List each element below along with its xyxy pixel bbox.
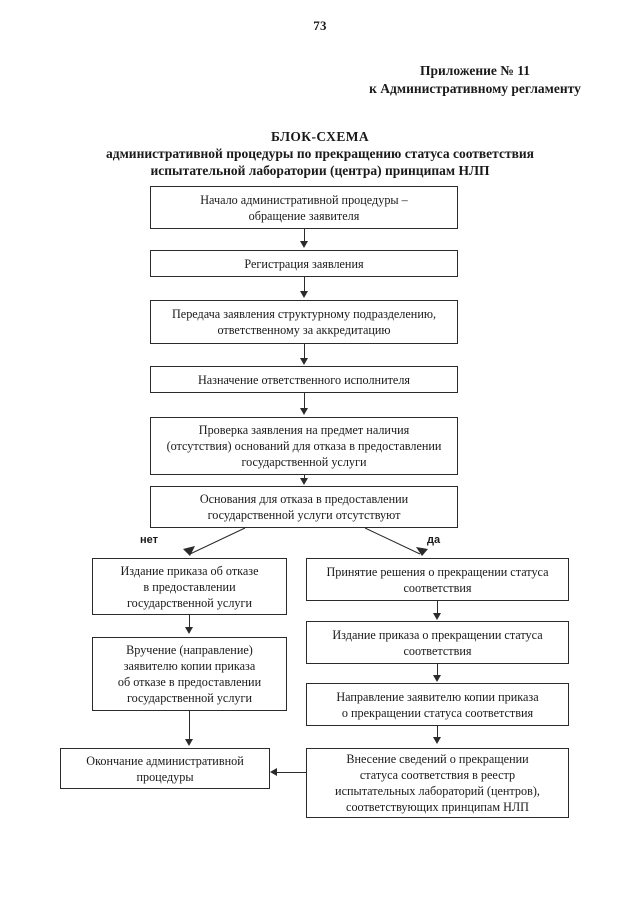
flow-node-termination-order-line-1: Издание приказа о прекращении статуса bbox=[332, 627, 543, 642]
flow-node-transfer: Передача заявления структурному подразде… bbox=[150, 300, 458, 344]
arrowhead-assign-to-check bbox=[300, 408, 308, 415]
flow-node-registration: Регистрация заявления bbox=[150, 250, 458, 277]
title-sub-line-2: испытательной лаборатории (центра) принц… bbox=[150, 163, 490, 178]
flow-node-transfer-line-1: Передача заявления структурному подразде… bbox=[172, 307, 436, 321]
arrowhead-transfer-to-assign bbox=[300, 358, 308, 365]
flow-node-refusal-delivery-line-3: об отказе в предоставлении bbox=[117, 675, 262, 689]
flow-node-send-copy-line-1: Направление заявителю копии приказа bbox=[336, 689, 539, 704]
document-title: БЛОК-СХЕМА административной процедуры по… bbox=[45, 128, 595, 179]
flow-node-end-line-1: Окончание административной bbox=[86, 753, 244, 768]
arrowhead-refusal-order-to-delivery bbox=[185, 627, 193, 634]
arrowhead-send-copy-to-registry bbox=[433, 737, 441, 744]
flow-node-start-line-2: обращение заявителя bbox=[248, 208, 360, 223]
flow-node-refusal-delivery-line-2: заявителю копии приказа bbox=[123, 659, 256, 673]
flow-node-termination-order: Издание приказа о прекращении статуса со… bbox=[306, 621, 569, 664]
flow-node-start-line-1: Начало административной процедуры – bbox=[200, 192, 408, 207]
arrowhead-start-to-registration bbox=[300, 241, 308, 248]
arrowhead-refusal-delivery-to-end bbox=[185, 739, 193, 746]
flow-node-registration-line-1: Регистрация заявления bbox=[244, 256, 364, 271]
flow-node-decision-taken: Принятие решения о прекращении статуса с… bbox=[306, 558, 569, 601]
flow-node-transfer-line-2: ответственному за аккредитацию bbox=[217, 323, 391, 337]
branch-label-yes: да bbox=[427, 534, 441, 546]
connector-refusal-delivery-to-end bbox=[189, 711, 190, 741]
arrowhead-check-to-decision bbox=[300, 478, 308, 485]
flow-node-refusal-delivery-line-1: Вручение (направление) bbox=[126, 643, 253, 657]
flow-node-refusal-delivery: Вручение (направление) заявителю копии п… bbox=[92, 637, 287, 711]
flow-node-decision-taken-line-2: соответствия bbox=[403, 580, 472, 595]
flow-node-refusal-delivery-line-4: государственной услуги bbox=[126, 691, 253, 705]
connector-registry-to-end bbox=[277, 772, 306, 773]
title-sub-line-1: административной процедуры по прекращени… bbox=[106, 146, 534, 161]
title-main: БЛОК-СХЕМА bbox=[270, 129, 370, 144]
flow-node-decision: Основания для отказа в предоставлении го… bbox=[150, 486, 458, 528]
flow-node-end: Окончание административной процедуры bbox=[60, 748, 270, 789]
flow-node-decision-taken-line-1: Принятие решения о прекращении статуса bbox=[326, 564, 549, 579]
flow-node-registry-entry-line-4: соответствующих принципам НЛП bbox=[346, 800, 529, 814]
flow-node-send-copy: Направление заявителю копии приказа о пр… bbox=[306, 683, 569, 726]
connector-start-to-registration bbox=[304, 229, 305, 243]
flow-node-check-line-2: (отсутствия) оснований для отказа в пред… bbox=[166, 439, 442, 453]
flow-node-registry-entry: Внесение сведений о прекращении статуса … bbox=[306, 748, 569, 818]
flow-node-refusal-order-line-3: государственной услуги bbox=[126, 595, 253, 610]
flow-node-start: Начало административной процедуры – обра… bbox=[150, 186, 458, 229]
flow-node-assign-line-1: Назначение ответственного исполнителя bbox=[197, 372, 411, 387]
flow-node-send-copy-line-2: о прекращении статуса соответствия bbox=[341, 705, 534, 720]
flow-node-registry-entry-line-3: испытательных лабораторий (центров), bbox=[335, 784, 540, 798]
page-number: 73 bbox=[313, 18, 327, 33]
connector-termination-order-to-send bbox=[437, 664, 438, 677]
connector-send-copy-to-registry bbox=[437, 726, 438, 739]
arrowhead-registration-to-transfer bbox=[300, 291, 308, 298]
flow-node-refusal-order: Издание приказа об отказе в предоставлен… bbox=[92, 558, 287, 615]
connector-registration-to-transfer bbox=[304, 277, 305, 293]
flow-node-check-line-3: государственной услуги bbox=[241, 455, 367, 469]
flow-node-assign: Назначение ответственного исполнителя bbox=[150, 366, 458, 393]
connector-refusal-order-to-delivery bbox=[189, 615, 190, 629]
flow-node-registry-entry-line-1: Внесение сведений о прекращении bbox=[346, 752, 529, 766]
connector-decision-taken-to-order bbox=[437, 601, 438, 615]
flow-node-refusal-order-line-1: Издание приказа об отказе bbox=[120, 563, 259, 578]
connector-transfer-to-assign bbox=[304, 344, 305, 360]
flow-node-check-line-1: Проверка заявления на предмет наличия bbox=[198, 423, 410, 437]
arrowhead-registry-to-end bbox=[270, 768, 277, 776]
appendix-line-1: Приложение № 11 bbox=[420, 63, 530, 78]
branch-label-no: нет bbox=[140, 534, 159, 546]
flow-node-check: Проверка заявления на предмет наличия (о… bbox=[150, 417, 458, 475]
flow-node-registry-entry-line-2: статуса соответствия в реестр bbox=[359, 768, 516, 782]
arrowhead-decision-taken-to-order bbox=[433, 613, 441, 620]
flow-node-refusal-order-line-2: в предоставлении bbox=[143, 579, 236, 594]
connector-assign-to-check bbox=[304, 393, 305, 410]
flow-node-decision-line-2: государственной услуги отсутствуют bbox=[207, 508, 401, 522]
arrowhead-termination-order-to-send bbox=[433, 675, 441, 682]
flow-node-decision-line-1: Основания для отказа в предоставлении bbox=[199, 492, 409, 506]
flow-node-termination-order-line-2: соответствия bbox=[403, 643, 472, 658]
appendix-reference: Приложение № 11 к Административному регл… bbox=[330, 62, 620, 98]
flow-node-end-line-2: процедуры bbox=[136, 769, 194, 784]
appendix-line-2: к Административному регламенту bbox=[369, 81, 581, 96]
branch-connectors bbox=[183, 527, 428, 556]
